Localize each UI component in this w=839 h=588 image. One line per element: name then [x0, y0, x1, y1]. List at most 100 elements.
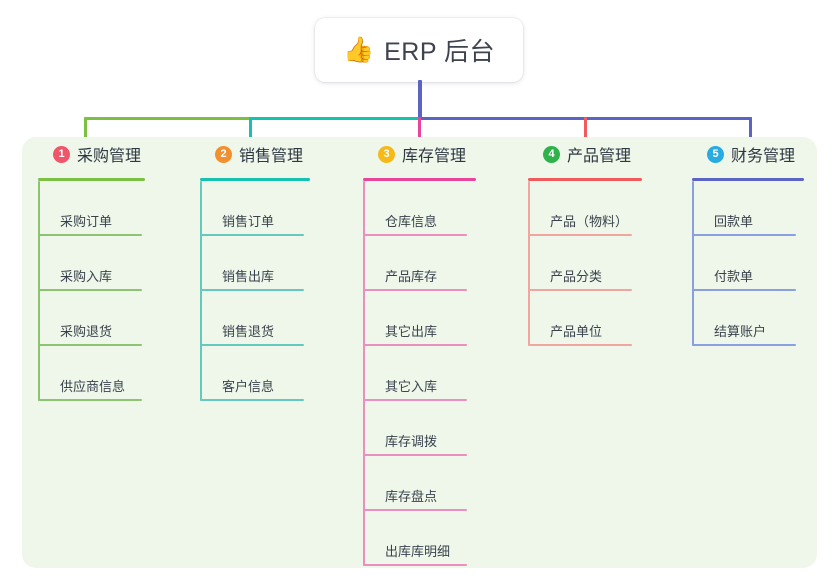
thumbs-up-icon: 👍	[342, 35, 375, 64]
leaf-item-rule	[38, 399, 142, 401]
branch-header-5[interactable]: 5 财务管理	[692, 141, 795, 167]
branch-title: 产品管理	[567, 148, 632, 165]
leaf-item[interactable]: 采购退货	[38, 291, 142, 346]
leaf-item-label: 客户信息	[222, 379, 275, 394]
leaf-item-label: 其它入库	[385, 379, 438, 394]
leaf-item-rule	[692, 344, 796, 346]
leaf-item-rule	[363, 509, 467, 511]
branch-number-badge: 3	[378, 145, 395, 163]
leaf-item-label: 其它出库	[385, 324, 438, 339]
leaf-item[interactable]: 出库库明细	[363, 511, 467, 566]
branch-header-4[interactable]: 4 产品管理	[528, 141, 631, 167]
leaf-item-rule	[528, 289, 632, 291]
leaf-item-label: 出库库明细	[385, 544, 451, 559]
leaf-item-rule	[38, 234, 142, 236]
leaf-item[interactable]: 销售出库	[200, 236, 304, 291]
leaf-item[interactable]: 销售订单	[200, 181, 304, 236]
leaf-item-label: 销售退货	[222, 324, 275, 339]
trunk-connector	[418, 80, 422, 120]
leaf-item[interactable]: 产品（物料）	[528, 181, 632, 236]
leaf-item[interactable]: 产品分类	[528, 236, 632, 291]
leaf-item[interactable]: 客户信息	[200, 346, 304, 401]
root-node[interactable]: 👍 ERP 后台	[315, 18, 523, 82]
branch-header-rule	[200, 178, 310, 181]
leaf-item-label: 产品单位	[550, 324, 603, 339]
branch-header-rule	[692, 178, 804, 181]
leaf-item-rule	[363, 344, 467, 346]
branch-number-badge: 2	[215, 145, 232, 163]
branch-title: 库存管理	[402, 148, 467, 165]
leaf-item-label: 库存盘点	[385, 489, 438, 504]
leaf-item[interactable]: 结算账户	[692, 291, 796, 346]
leaf-item-rule	[692, 289, 796, 291]
branch-header-1[interactable]: 1 采购管理	[38, 141, 141, 167]
branch-number-badge: 4	[543, 145, 560, 163]
leaf-item-rule	[363, 399, 467, 401]
leaf-item[interactable]: 仓库信息	[363, 181, 467, 236]
branch-column-4: 4 产品管理产品（物料） 产品分类产品单位	[528, 141, 642, 346]
leaf-item-rule	[363, 454, 467, 456]
leaf-item[interactable]: 采购订单	[38, 181, 142, 236]
branch-column-1: 1 采购管理采购订单采购入库采购退货供应商信息	[38, 141, 145, 401]
leaf-item-label: 产品分类	[550, 269, 603, 284]
branch-header-rule	[528, 178, 642, 181]
leaf-spine	[528, 181, 530, 346]
leaf-item-label: 供应商信息	[60, 379, 126, 394]
branch-header-2[interactable]: 2 销售管理	[200, 141, 303, 167]
leaf-spine	[363, 181, 365, 566]
leaf-item-rule	[200, 289, 304, 291]
leaf-item-rule	[363, 234, 467, 236]
leaf-item-rule	[363, 564, 467, 566]
branch-panel	[22, 137, 817, 568]
leaf-item[interactable]: 其它出库	[363, 291, 467, 346]
leaf-item-rule	[528, 234, 632, 236]
leaf-item[interactable]: 付款单	[692, 236, 796, 291]
leaf-item[interactable]: 回款单	[692, 181, 796, 236]
leaf-item-label: 销售出库	[222, 269, 275, 284]
branch-title: 销售管理	[239, 148, 304, 165]
leaf-item-label: 仓库信息	[385, 214, 438, 229]
leaf-item-label: 采购入库	[60, 269, 113, 284]
leaf-item-label: 产品（物料）	[550, 214, 629, 229]
leaf-item-label: 销售订单	[222, 214, 275, 229]
leaf-item[interactable]: 库存盘点	[363, 456, 467, 511]
leaf-item[interactable]: 产品单位	[528, 291, 632, 346]
leaf-spine	[38, 181, 40, 401]
leaf-item[interactable]: 其它入库	[363, 346, 467, 401]
branch-header-3[interactable]: 3 库存管理	[363, 141, 466, 167]
leaf-item-rule	[200, 399, 304, 401]
leaf-item-rule	[38, 289, 142, 291]
leaf-spine	[200, 181, 202, 401]
leaf-item-label: 采购订单	[60, 214, 113, 229]
root-node-title: ERP 后台	[384, 38, 496, 66]
leaf-item-label: 产品库存	[385, 269, 438, 284]
leaf-item-rule	[528, 344, 632, 346]
branch-header-rule	[38, 178, 145, 181]
leaf-item-label: 库存调拨	[385, 434, 438, 449]
branch-number-badge: 5	[707, 145, 724, 163]
leaf-item-rule	[692, 234, 796, 236]
branch-column-3: 3 库存管理仓库信息产品库存其它出库其它入库库存调拨库存盘点出库库明细	[363, 141, 476, 566]
leaf-item-rule	[38, 344, 142, 346]
leaf-item-rule	[200, 234, 304, 236]
leaf-item-label: 结算账户	[714, 324, 767, 339]
branch-title: 财务管理	[731, 148, 796, 165]
leaf-item[interactable]: 库存调拨	[363, 401, 467, 456]
leaf-item[interactable]: 供应商信息	[38, 346, 142, 401]
rail-segment-green	[84, 117, 251, 120]
branch-column-5: 5 财务管理回款单付款单结算账户	[692, 141, 804, 346]
branch-number-badge: 1	[53, 145, 70, 163]
branch-header-rule	[363, 178, 476, 181]
leaf-item[interactable]: 产品库存	[363, 236, 467, 291]
branch-column-2: 2 销售管理销售订单销售出库销售退货客户信息	[200, 141, 310, 401]
leaf-spine	[692, 181, 694, 346]
leaf-item[interactable]: 采购入库	[38, 236, 142, 291]
branch-title: 采购管理	[77, 148, 142, 165]
rail-segment-teal	[249, 117, 420, 120]
leaf-item-rule	[363, 289, 467, 291]
leaf-item[interactable]: 销售退货	[200, 291, 304, 346]
leaf-item-label: 付款单	[714, 269, 754, 284]
leaf-item-label: 回款单	[714, 214, 754, 229]
leaf-item-label: 采购退货	[60, 324, 113, 339]
